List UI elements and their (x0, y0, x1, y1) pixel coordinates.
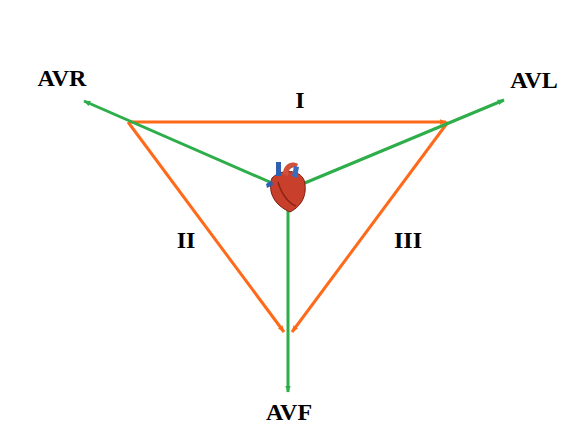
lead-number: III (394, 228, 422, 252)
augmented-leads (84, 100, 504, 392)
lead-name: AVL (510, 68, 558, 92)
lead-arrow (287, 190, 290, 392)
lead-arrow (288, 100, 504, 190)
lead-number: II (177, 228, 196, 252)
lead-arrow (292, 122, 448, 332)
lead-arrow (128, 121, 446, 124)
lead-name: AVF (266, 400, 312, 424)
lead-number: I (295, 88, 304, 112)
heart-icon (266, 162, 305, 212)
lead-arrow (84, 101, 288, 190)
lead-name: AVR (38, 66, 87, 90)
